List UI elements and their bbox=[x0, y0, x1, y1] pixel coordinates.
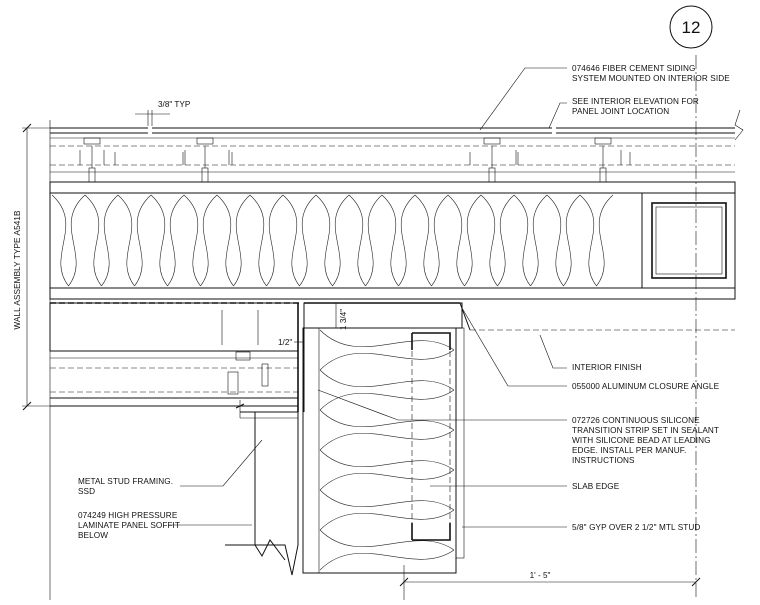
siding-clips bbox=[79, 137, 631, 183]
wall-assembly-dimension: WALL ASSEMBLY TYPE A541B bbox=[13, 123, 50, 411]
half-inch-dimension: 1/2" bbox=[278, 338, 304, 347]
small-tick-dimension bbox=[235, 400, 245, 418]
notes-left: METAL STUD FRAMING. SSD 074249 HIGH PRES… bbox=[78, 477, 180, 540]
hpl-soffit bbox=[240, 303, 305, 576]
leaders bbox=[168, 67, 567, 528]
note-silicone-2: TRANSITION STRIP SET IN SEALANT bbox=[572, 426, 719, 435]
note-silicone-1: 072726 CONTINUOUS SILICONE bbox=[572, 416, 700, 425]
note-silicone-5: INSTRUCTIONS bbox=[572, 456, 635, 465]
note-silicone-4: EDGE. INSTALL PER MANUF. bbox=[572, 446, 686, 455]
note-metal-stud-1: METAL STUD FRAMING. bbox=[78, 477, 173, 486]
batt-insulation-upper bbox=[49, 192, 643, 289]
lower-insulation bbox=[302, 327, 457, 574]
lower-left-wall bbox=[49, 302, 299, 407]
steel-tube bbox=[641, 192, 736, 289]
wall-assembly-label: WALL ASSEMBLY TYPE A541B bbox=[13, 210, 22, 330]
joint-dimension: 3/8" TYP bbox=[135, 100, 191, 126]
note-fiber-cement-1: 074646 FIBER CEMENT SIDING bbox=[572, 64, 695, 73]
slab-depth-dimension: 1 3/4" bbox=[335, 303, 348, 330]
note-closure-angle: 055000 ALUMINUM CLOSURE ANGLE bbox=[572, 382, 720, 391]
note-hpl-1: 074249 HIGH PRESSURE bbox=[78, 511, 178, 520]
detail-tag-circle bbox=[669, 5, 713, 49]
break-lines bbox=[225, 109, 744, 561]
note-see-elevation-1: SEE INTERIOR ELEVATION FOR bbox=[572, 97, 699, 106]
lower-sheathing bbox=[49, 287, 736, 304]
detail-tag: 12 bbox=[669, 5, 713, 49]
notes-right: 074646 FIBER CEMENT SIDING SYSTEM MOUNTE… bbox=[572, 64, 730, 532]
fiber-cement-siding bbox=[50, 127, 735, 173]
overall-dimension-text: 1' - 5" bbox=[530, 571, 551, 580]
note-metal-stud-2: SSD bbox=[78, 487, 95, 496]
note-hpl-2: LAMINATE PANEL SOFFIT bbox=[78, 521, 180, 530]
note-slab-edge: SLAB EDGE bbox=[572, 482, 620, 491]
slab-depth-text: 1 3/4" bbox=[339, 309, 348, 330]
note-hpl-3: BELOW bbox=[78, 531, 108, 540]
overall-dimension: 1' - 5" bbox=[399, 571, 701, 587]
note-fiber-cement-2: SYSTEM MOUNTED ON INTERIOR SIDE bbox=[572, 74, 730, 83]
detail-tag-number: 12 bbox=[682, 18, 701, 37]
half-inch-text: 1/2" bbox=[278, 338, 292, 347]
note-gyp: 5/8" GYP OVER 2 1/2" MTL STUD bbox=[572, 523, 700, 532]
metal-studs bbox=[411, 327, 465, 559]
note-see-elevation-2: PANEL JOINT LOCATION bbox=[572, 107, 669, 116]
note-interior-finish: INTERIOR FINISH bbox=[572, 363, 642, 372]
upper-sheathing bbox=[49, 181, 736, 194]
note-silicone-3: WITH SILICONE BEAD AT LEADING bbox=[572, 436, 711, 445]
slab bbox=[303, 302, 735, 600]
joint-dimension-text: 3/8" TYP bbox=[158, 100, 191, 109]
